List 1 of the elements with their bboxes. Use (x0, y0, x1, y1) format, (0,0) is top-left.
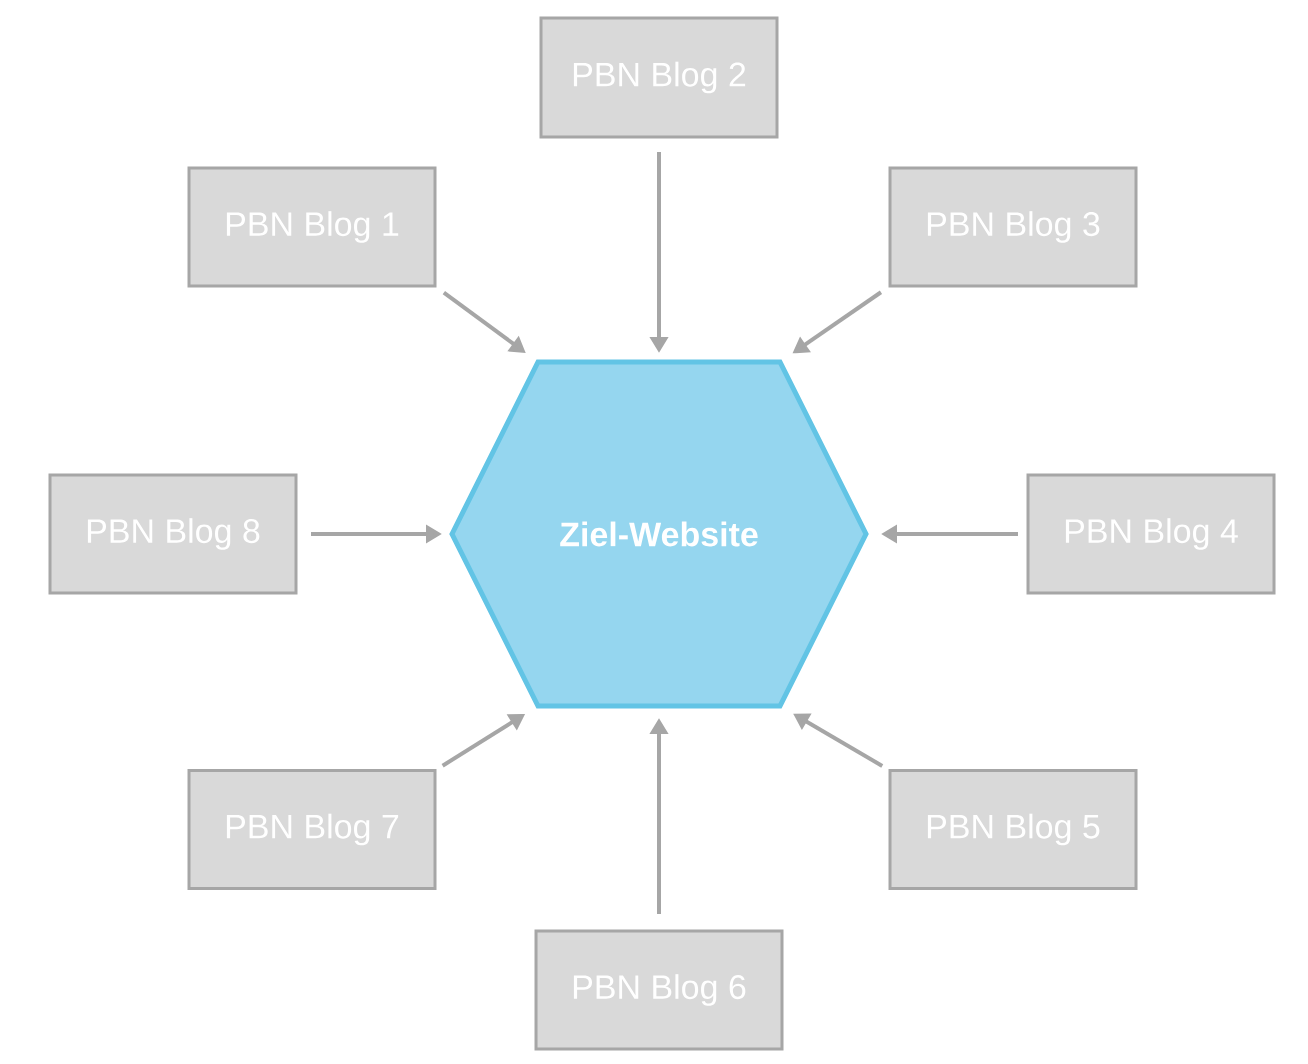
hexagon: Ziel-Website (449, 359, 869, 709)
